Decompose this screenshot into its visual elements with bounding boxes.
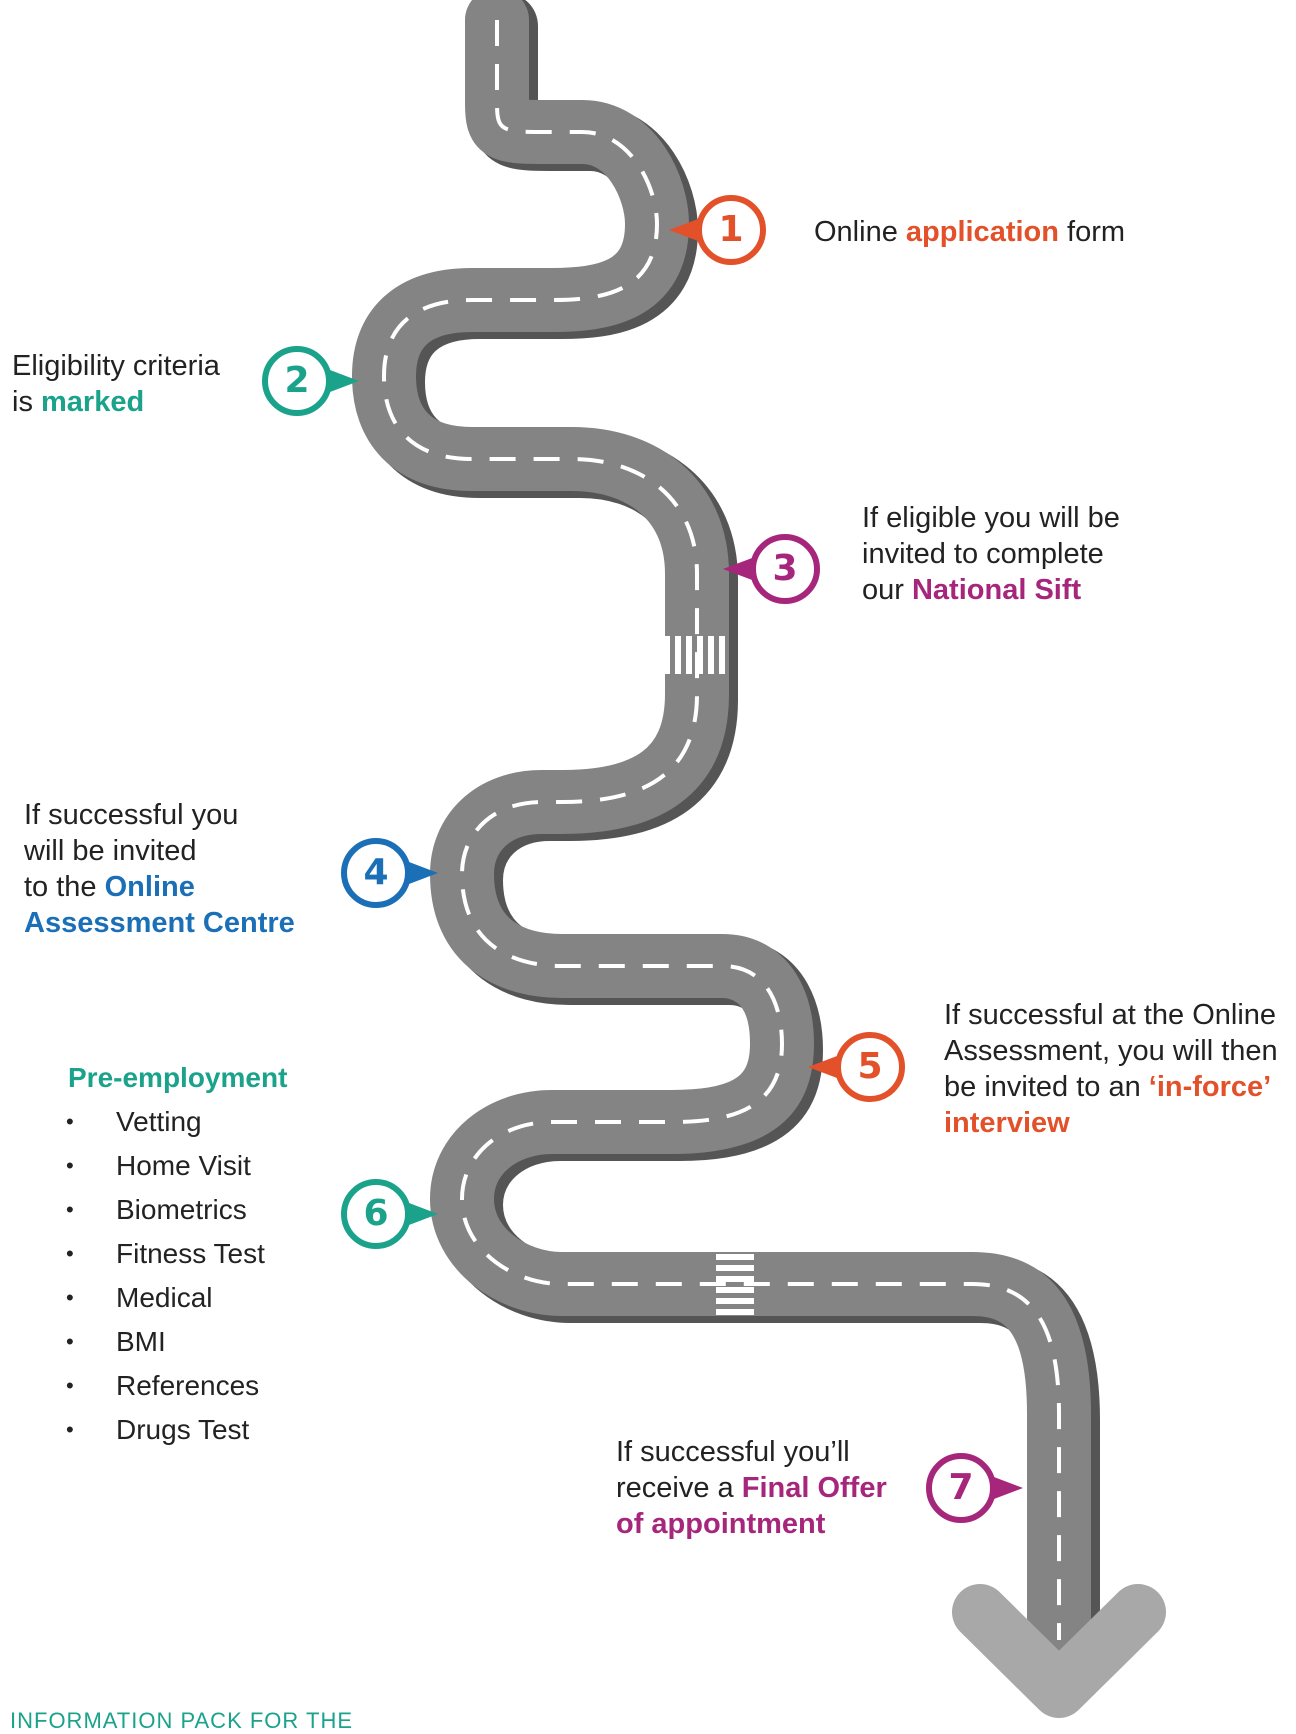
list-item: • Medical [62,1276,265,1320]
step-text-fragment: our [862,574,912,606]
step-text-fragment: will be invited [24,835,197,867]
step-text-fragment: receive a [616,1472,742,1504]
step-highlight: of appointment [616,1508,826,1540]
step-3-text: If eligible you will be invited to comple… [862,500,1120,608]
step-highlight: Final Offer [741,1472,887,1504]
bullet-icon: • [66,1197,74,1222]
map-pin-icon [808,1032,905,1102]
step-text-fragment: Assessment, you will then [944,1035,1278,1067]
bullet-icon: • [66,1329,74,1354]
list-item-label: Home Visit [116,1150,251,1181]
step-number: 2 [284,360,310,401]
list-item-label: Fitness Test [116,1238,265,1269]
step-highlight: marked [41,386,145,418]
step-highlight: interview [944,1107,1070,1139]
step-number: 5 [857,1046,883,1087]
step-text-fragment: form [1058,216,1126,248]
list-item: • Biometrics [62,1188,265,1232]
list-item-label: Drugs Test [116,1414,250,1445]
step-4-text: If successful you will be invited to the O… [24,797,295,941]
step-7-marker: 7 [926,1453,1023,1523]
map-pin-icon [262,346,359,416]
step-text-fragment: invited to complete [862,538,1104,570]
step-number: 6 [363,1193,389,1234]
pin-ring [835,1032,905,1102]
step-number: 1 [718,209,744,250]
pin-ring [750,534,820,604]
step-number: 3 [772,548,798,589]
list-item-label: BMI [116,1326,166,1357]
step-3-marker: 3 [723,534,820,604]
step-1-text: Online application form [814,214,1125,250]
bullet-icon: • [66,1417,74,1442]
step-6-marker: 6 [341,1179,438,1249]
road-lane-markings [381,20,1061,1640]
map-pin-icon [926,1453,1023,1523]
step-text-fragment: to the [24,871,105,903]
step-text-fragment: If successful you’ll [616,1436,850,1468]
pre-employment-title: Pre-employment [68,1062,288,1093]
step-4-marker: 4 [341,838,438,908]
step-text-fragment: If successful you [24,799,239,831]
step-7-text: If successful you’ll receive a Final Offe… [616,1434,887,1542]
step-5-marker: 5 [808,1032,905,1102]
step-highlight: National Sift [911,574,1082,606]
step-text-fragment: be invited to an [944,1071,1149,1103]
step-highlight: ‘in-force’ [1148,1071,1272,1103]
step-text-fragment: is [12,386,41,418]
bullet-icon: • [66,1285,74,1310]
step-text-fragment: Eligibility criteria [12,350,220,382]
map-pin-icon [669,195,766,265]
step-highlight: application [905,216,1059,248]
list-item-label: References [116,1370,260,1401]
bullet-icon: • [66,1153,74,1178]
list-item: • References [62,1364,265,1408]
bullet-icon: • [66,1109,74,1134]
list-item-label: Medical [116,1282,213,1313]
list-item: • BMI [62,1320,265,1364]
step-1-marker: 1 [669,195,766,265]
pre-employment-list: • Vetting • Home Visit • Biometrics • Fitness T… [62,1100,265,1452]
step-number: 4 [363,852,389,893]
pin-ring [341,838,411,908]
step-text-fragment: Online [814,216,906,248]
map-pin-icon [341,838,438,908]
list-item-label: Biometrics [116,1194,247,1225]
step-highlight: Online [104,871,195,903]
map-pin-icon [341,1179,438,1249]
pin-ring [262,346,332,416]
footer-text: INFORMATION PACK FOR THE [10,1708,354,1733]
step-2-marker: 2 [262,346,359,416]
step-highlight: Assessment Centre [24,907,295,939]
step-text-fragment: If successful at the Online [944,999,1277,1031]
pedestrian-crossing [716,1254,754,1315]
step-number: 7 [948,1467,974,1508]
list-item: • Home Visit [62,1144,265,1188]
map-pin-icon [723,534,820,604]
bullet-icon: • [66,1373,74,1398]
down-arrow-icon [952,1584,1166,1718]
pin-ring [926,1453,996,1523]
step-2-text: Eligibility criteria is marked [12,348,220,420]
step-text-fragment: If eligible you will be [862,502,1120,534]
list-item: • Vetting [62,1100,265,1144]
pin-ring [696,195,766,265]
list-item-label: Vetting [116,1106,202,1137]
bullet-icon: • [66,1241,74,1266]
list-item: • Fitness Test [62,1232,265,1276]
pin-ring [341,1179,411,1249]
pedestrian-crossing [664,636,725,674]
list-item: • Drugs Test [62,1408,265,1452]
